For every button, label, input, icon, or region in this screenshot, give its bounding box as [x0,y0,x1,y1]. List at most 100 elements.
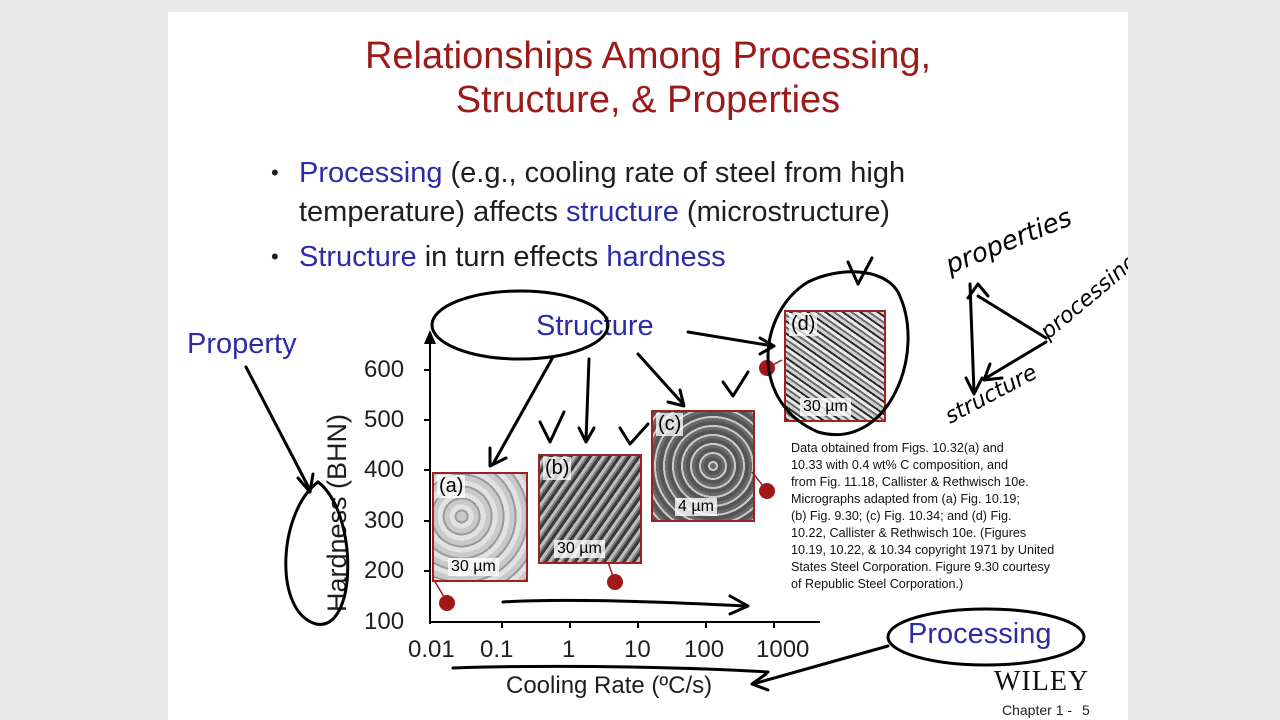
data-point [759,360,775,376]
micrograph-d: (d) 30 µm [784,310,886,422]
property-arrow-head [296,472,315,494]
title-line-1: Relationships Among Processing, [364,35,932,77]
cooling-rate-arrow-head [728,594,750,616]
credit-line: Data obtained from Figs. 10.32(a) and [791,441,1004,455]
credit-line: 10.33 with 0.4 wt% C composition, and [791,458,1009,472]
y-tick-label: 300 [364,507,405,534]
y-ticks [424,369,430,572]
bullet-text: Structure in turn effects hardness [299,237,726,277]
bullet-text: temperature) affects structure (microstr… [299,192,890,232]
bullet-part: (microstructure) [678,196,890,228]
wiley-logo: WILEY [994,666,1090,697]
check-mark [538,410,566,444]
triangle-arrow-head [964,376,984,396]
bullet-dot: • [271,160,279,185]
slide: Relationships Among Processing, Structur… [168,12,1128,720]
y-tick-label: 400 [364,456,405,483]
bullet-part: in turn effects [416,241,607,273]
micrograph-c: (c) 4 µm [651,410,755,522]
bullet-part: temperature) affects [299,196,567,228]
annotation-layer: properties processing structure [244,203,1128,692]
scale-bar: 30 µm [554,540,605,558]
credit-line: Micrographs adapted from (a) Fig. 10.19; [791,492,1020,506]
x-axis-label: Cooling Rate (ºC/s) [506,672,713,699]
structure-arrow-b-head [577,426,596,444]
slide-title: Relationships Among Processing, Structur… [168,34,1128,122]
scale-bar: 30 µm [448,558,499,576]
scale-bar: 4 µm [675,498,717,516]
x-tick-label: 100 [684,636,725,663]
cooling-rate-arrow [501,598,748,608]
data-markers [433,359,783,611]
structure-ink-circle [430,289,610,361]
credit-line: (b) Fig. 9.30; (c) Fig. 10.34; and (d) F… [791,509,1012,523]
credit-line: of Republic Steel Corporation.) [791,577,964,591]
micrograph-letter: (c) [656,413,684,436]
bullet-part: Processing [299,157,443,189]
check-mark [618,422,650,446]
structure-arrow-b [584,357,591,442]
figure-credit: Data obtained from Figs. 10.32(a) and 10… [791,440,1071,593]
micrograph-a: (a) 30 µm [432,472,528,582]
data-point [439,595,455,611]
triangle-edge [976,294,1048,340]
processing-arrow-head [750,672,770,692]
property-label: Property [187,328,297,360]
credit-line: from Fig. 11.18, Callister & Rethwisch 1… [791,475,1029,489]
check-mark [721,370,750,398]
handwritten-processing: processing [1035,249,1128,345]
bullet-part: structure [566,196,679,228]
bullet-text: Processing (e.g., cooling rate of steel … [299,153,905,193]
structure-label: Structure [536,310,654,342]
x-tick-label: 1 [562,636,576,663]
micrograph-d-ink-circle [766,270,910,436]
x-tick-label: 0.1 [480,636,514,663]
y-tick-label: 100 [364,608,405,635]
x-ticks [501,622,775,628]
scale-bar: 30 µm [800,398,851,416]
micrograph-letter: (b) [543,457,572,480]
triangle-arrow-head [966,282,990,300]
structure-arrow-c [636,352,685,406]
structure-arrow-d-head [758,336,776,356]
bullet-part: Structure [299,241,417,273]
check-mark [846,256,874,286]
y-tick-label: 600 [364,356,405,383]
micrograph-letter: (d) [789,313,818,336]
title-line-2: Structure, & Properties [455,79,841,121]
handwritten-structure: structure [941,360,1041,429]
data-point [607,574,623,590]
credit-line: 10.22, Callister & Rethwisch 10e. (Figur… [791,526,1027,540]
x-axis-underline [451,664,770,674]
hardness-ink-circle [284,480,350,626]
y-axis-arrowhead [424,330,436,344]
bullet-part: hardness [606,241,726,273]
ink-annotations [244,256,1086,692]
triangle-arrow-head [982,362,1004,382]
data-point [759,483,775,499]
credit-line: 10.19, 10.22, & 10.34 copyright 1971 by … [791,543,1055,557]
x-tick-label: 1000 [756,636,810,663]
credit-line: States Steel Corporation. Figure 9.30 co… [791,560,1051,574]
y-tick-label: 500 [364,406,405,433]
structure-arrow-c-head [666,388,686,408]
x-tick-label: 10 [624,636,651,663]
structure-arrow-a [491,355,555,466]
micrograph-letter: (a) [437,475,466,498]
micrograph-b: (b) 30 µm [538,454,642,564]
page-number: 5 [1082,702,1090,718]
property-arrow [244,365,312,492]
y-tick-label: 200 [364,557,405,584]
triangle-edge [968,282,976,394]
processing-ink-circle [886,607,1086,667]
handwritten-properties: properties [940,203,1076,281]
structure-arrow-a-head [488,446,508,468]
processing-label: Processing [908,618,1052,650]
slide-footer: Chapter 1 - 5 [1002,702,1090,718]
x-tick-label: 0.01 [408,636,455,663]
bullet-part: (e.g., cooling rate of steel from high [442,157,906,189]
footer-chapter: Chapter 1 - [1002,702,1073,718]
structure-arrow-d [686,330,775,348]
triangle-edge [984,340,1048,380]
bullet-dot: • [271,244,279,269]
